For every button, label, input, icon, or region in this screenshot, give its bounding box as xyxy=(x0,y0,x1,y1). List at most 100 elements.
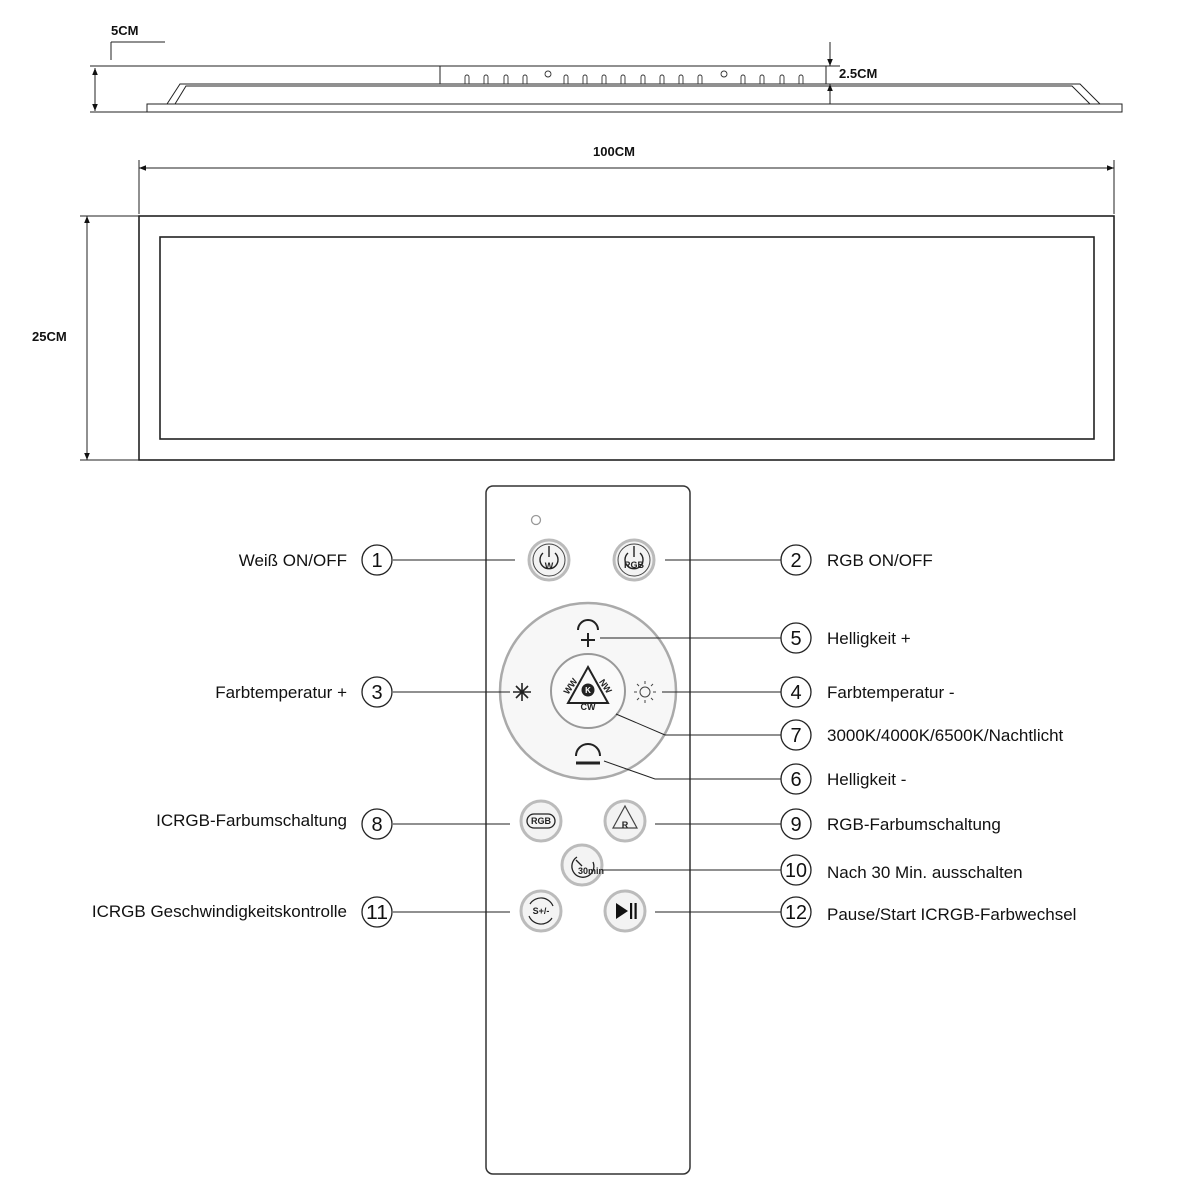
clip-mark xyxy=(483,74,489,84)
legend-number: 11 xyxy=(366,902,388,924)
width-dim-label: 100CM xyxy=(593,144,635,159)
clip-mark xyxy=(759,74,765,84)
play-pause-icon xyxy=(616,903,637,919)
play-pause-button[interactable] xyxy=(603,889,647,933)
power-icon xyxy=(624,552,644,570)
legend-item: 3 Farbtemperatur + xyxy=(215,676,393,708)
legend-label: 3000K/4000K/6500K/Nachtlicht xyxy=(827,726,1064,745)
legend-item: 6 Helligkeit - xyxy=(780,763,906,795)
svg-text:K: K xyxy=(585,686,591,695)
clip-mark xyxy=(601,74,607,84)
legend-label: ICRGB-Farbumschaltung xyxy=(156,811,347,830)
legend-number: 5 xyxy=(790,628,801,650)
legend-label: Helligkeit + xyxy=(827,629,911,648)
legend-number: 7 xyxy=(790,725,801,747)
legend-label: RGB ON/OFF xyxy=(827,551,933,570)
leader-lines xyxy=(393,559,781,913)
speed-button[interactable]: S+/- xyxy=(519,889,563,933)
triangle-cycle-icon xyxy=(611,804,639,829)
cct-cycle-button[interactable]: K CW WW NW xyxy=(550,653,626,729)
power-icon xyxy=(539,552,559,570)
legend-number: 9 xyxy=(790,814,801,836)
mounting-clips xyxy=(464,70,804,84)
snowflake-icon xyxy=(513,683,531,701)
clip-mark xyxy=(740,74,746,84)
driver-box xyxy=(439,65,827,85)
clip-mark xyxy=(522,74,528,84)
clip-mark xyxy=(779,74,785,84)
svg-text:30min: 30min xyxy=(578,866,604,876)
screw-mark xyxy=(720,70,728,78)
clip-mark xyxy=(678,74,684,84)
legend-label: Nach 30 Min. ausschalten xyxy=(827,863,1023,882)
clip-mark xyxy=(582,74,588,84)
legend-number: 1 xyxy=(371,550,382,572)
white-power-button[interactable]: W xyxy=(527,538,571,582)
loop-icon xyxy=(526,813,556,829)
clip-mark xyxy=(563,74,569,84)
brightness-down-button[interactable] xyxy=(575,743,601,765)
svg-text:CW: CW xyxy=(581,702,596,712)
legend-number: 4 xyxy=(790,682,801,704)
clip-mark xyxy=(640,74,646,84)
legend-item: 9 RGB-Farbumschaltung xyxy=(780,808,1001,840)
screw-mark xyxy=(544,70,552,78)
led-indicator xyxy=(530,514,542,526)
legend-label: RGB-Farbumschaltung xyxy=(827,815,1001,834)
icrgb-cycle-button[interactable]: RGB xyxy=(519,799,563,843)
color-temp-down-button[interactable] xyxy=(634,681,656,703)
legend-item: 4 Farbtemperatur - xyxy=(780,676,955,708)
legend-number: 2 xyxy=(790,550,801,572)
legend-label: Pause/Start ICRGB-Farbwechsel xyxy=(827,905,1076,924)
cycle-arrows-icon xyxy=(529,897,554,907)
legend-item: 11 ICRGB Geschwindigkeitskontrolle xyxy=(92,896,393,928)
depth-dim-label: 25CM xyxy=(32,329,67,344)
legend-number: 6 xyxy=(790,769,801,791)
svg-text:RGB: RGB xyxy=(624,560,645,570)
legend-item: 5 Helligkeit + xyxy=(780,622,911,654)
height-dim-label: 2.5CM xyxy=(839,66,877,81)
brightness-up-button[interactable] xyxy=(577,619,599,647)
legend-item: 7 3000K/4000K/6500K/Nachtlicht xyxy=(780,719,1064,751)
dim-up-icon xyxy=(577,619,599,631)
legend-label: Farbtemperatur + xyxy=(215,683,347,702)
rgb-power-button[interactable]: RGB xyxy=(612,538,656,582)
panel-inner xyxy=(159,236,1095,440)
svg-text:R: R xyxy=(622,820,629,830)
legend-label: ICRGB Geschwindigkeitskontrolle xyxy=(92,902,347,921)
legend: 1 Weiß ON/OFF 2 RGB ON/OFF 5 Helligkeit … xyxy=(92,544,1076,928)
legend-number: 3 xyxy=(371,682,382,704)
clip-mark xyxy=(798,74,804,84)
rgb-cycle-button[interactable]: R xyxy=(603,799,647,843)
svg-text:S+/-: S+/- xyxy=(533,906,550,916)
legend-number: 8 xyxy=(371,814,382,836)
legend-item: 1 Weiß ON/OFF xyxy=(239,544,393,576)
legend-item: 8 ICRGB-Farbumschaltung xyxy=(156,808,393,840)
color-temp-up-button[interactable] xyxy=(513,683,531,701)
panel-frame xyxy=(166,83,1101,105)
panel-base xyxy=(146,103,1123,113)
top-view: 100CM 25CM xyxy=(32,144,1115,461)
legend-item: 10 Nach 30 Min. ausschalten xyxy=(780,854,1023,886)
clip-mark xyxy=(620,74,626,84)
legend-label: Helligkeit - xyxy=(827,770,906,789)
clock-icon xyxy=(571,856,595,878)
triangle-cycle-icon xyxy=(566,664,610,704)
clip-mark xyxy=(697,74,703,84)
legend-number: 10 xyxy=(785,860,807,882)
clip-mark xyxy=(464,74,470,84)
border-dim-label: 5CM xyxy=(111,23,138,38)
remote-body xyxy=(485,485,691,1175)
dim-down-icon xyxy=(575,743,601,757)
legend-item: 12 Pause/Start ICRGB-Farbwechsel xyxy=(780,896,1076,928)
clip-mark xyxy=(503,74,509,84)
clip-mark xyxy=(659,74,665,84)
svg-text:RGB: RGB xyxy=(531,816,552,826)
timer-button[interactable]: 30min xyxy=(560,843,604,887)
remote-control: W RGB xyxy=(485,485,691,1175)
legend-number: 12 xyxy=(785,902,807,924)
svg-text:W: W xyxy=(545,561,554,571)
legend-label: Farbtemperatur - xyxy=(827,683,955,702)
legend-item: 2 RGB ON/OFF xyxy=(780,544,933,576)
